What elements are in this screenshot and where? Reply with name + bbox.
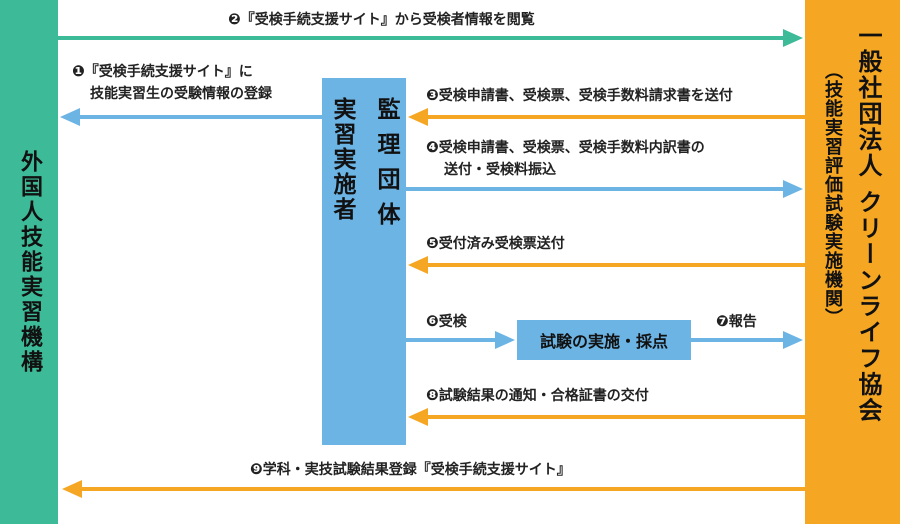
right-box-label: 一般社団法人 クリーンライフ協会 (854, 23, 882, 424)
middle-box-label: 監理団体 (373, 96, 399, 237)
left-box-label: 外国人技能実習機構 (17, 149, 42, 375)
arrow-step-6 (406, 331, 515, 349)
step-7-label: ❼報告 (716, 312, 757, 330)
left-box-organization: 外国人技能実習機構 (0, 0, 58, 524)
right-box-sublabel: （技能実習評価試験実施機関） (822, 61, 843, 327)
step-3-label: ❸受検申請書、受検票、受検手数料請求書を送付 (426, 86, 733, 104)
arrow-step-7 (691, 331, 803, 349)
arrow-step-4 (406, 180, 803, 198)
middle-box-organization: 監理団体 実習実施者 (322, 78, 406, 445)
arrow-step-2 (58, 29, 803, 47)
step-1-label: ❶『受検手続支援サイト』に 技能実習生の受験情報の登録 (72, 62, 272, 102)
step-4-label: ❹受検申請書、受検票、受検手数料内訳書の 送付・受検料振込 (426, 138, 705, 178)
step-6-label: ❻受検 (426, 312, 467, 330)
arrow-step-3 (408, 108, 805, 126)
arrow-step-8 (408, 408, 805, 426)
step-9-label: ❾学科・実技試験結果登録『受検手続支援サイト』 (250, 460, 571, 478)
step-8-label: ❽試験結果の通知・合格証書の交付 (426, 386, 649, 404)
middle-box-sublabel: 実習実施者 (329, 96, 355, 222)
arrow-step-5 (408, 256, 805, 274)
arrow-step-1 (60, 108, 322, 126)
arrow-step-9 (62, 480, 805, 498)
step-5-label: ❺受付済み受検票送付 (426, 234, 565, 252)
exam-box: 試験の実施・採点 (517, 320, 691, 360)
step-2-label: ❷『受検手続支援サイト』から受検者情報を閲覧 (228, 10, 535, 28)
right-box-organization: 一般社団法人 クリーンライフ協会 （技能実習評価試験実施機関） (805, 0, 900, 524)
exam-box-label: 試験の実施・採点 (539, 332, 668, 351)
